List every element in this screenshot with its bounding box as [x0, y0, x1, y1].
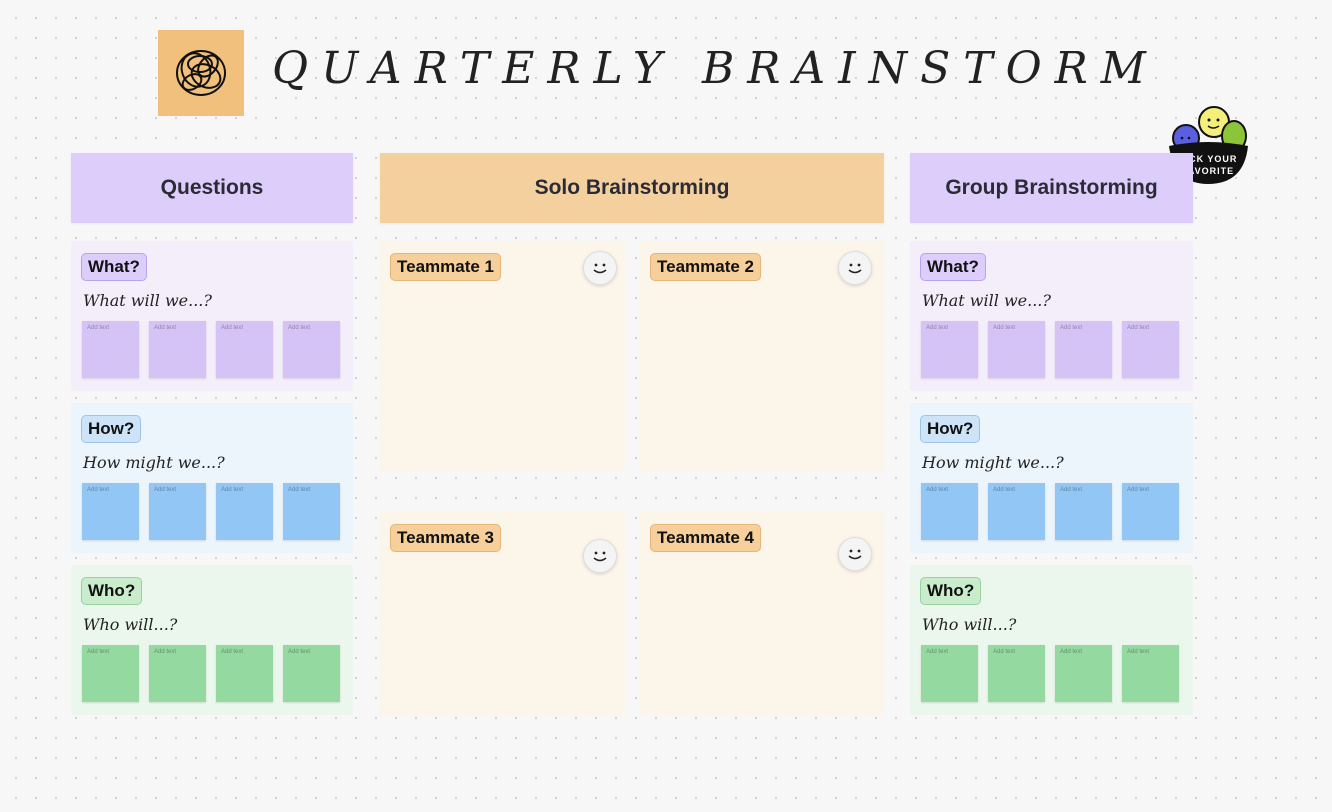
sticker-text-1: PICK YOUR [1179, 154, 1238, 164]
what-notes-row: Add text Add text Add text Add text [82, 321, 340, 378]
who-tag: Who? [81, 577, 143, 605]
teammate-2-panel[interactable]: Teammate 2 [640, 241, 884, 471]
what-notes-row: Add text Add text Add text Add text [921, 321, 1179, 378]
pick-your-favorite-sticker: PICK YOUR FAVORITE [1169, 106, 1248, 184]
sticky-note[interactable]: Add text [216, 645, 273, 702]
questions-how-section[interactable]: How? How might we...? Add text Add text … [71, 403, 353, 553]
who-prompt[interactable]: Who will...? [922, 615, 1017, 634]
sticky-note[interactable]: Add text [1122, 321, 1179, 378]
column-header-questions[interactable]: Questions [71, 153, 353, 223]
questions-who-section[interactable]: Who? Who will...? Add text Add text Add … [71, 565, 353, 715]
how-notes-row: Add text Add text Add text Add text [82, 483, 340, 540]
sticky-note[interactable]: Add text [283, 645, 340, 702]
smiley-icon[interactable] [583, 539, 617, 573]
sticky-note[interactable]: Add text [82, 645, 139, 702]
board-title: QUARTERLY BRAINSTORM [272, 43, 1159, 94]
teammate-1-tag: Teammate 1 [390, 253, 502, 281]
smiley-icon[interactable] [583, 251, 617, 285]
who-notes-row: Add text Add text Add text Add text [921, 645, 1179, 702]
teammate-4-tag: Teammate 4 [650, 524, 762, 552]
sticky-note[interactable]: Add text [283, 483, 340, 540]
smiley-icon[interactable] [838, 251, 872, 285]
column-header-solo-brainstorming[interactable]: Solo Brainstorming [380, 153, 884, 223]
who-prompt[interactable]: Who will...? [83, 615, 178, 634]
sticky-note[interactable]: Add text [216, 483, 273, 540]
teammate-1-panel[interactable]: Teammate 1 [380, 241, 625, 471]
teammate-3-tag: Teammate 3 [390, 524, 502, 552]
sticky-note[interactable]: Add text [149, 645, 206, 702]
sticky-note[interactable]: Add text [988, 483, 1045, 540]
board-logo [158, 30, 244, 116]
how-tag: How? [920, 415, 981, 443]
how-notes-row: Add text Add text Add text Add text [921, 483, 1179, 540]
sticky-note[interactable]: Add text [1055, 321, 1112, 378]
sticky-note[interactable]: Add text [988, 321, 1045, 378]
how-tag: How? [81, 415, 142, 443]
sticky-note[interactable]: Add text [216, 321, 273, 378]
group-how-section[interactable]: How? How might we...? Add text Add text … [910, 403, 1193, 553]
smiley-icon[interactable] [838, 537, 872, 571]
sticky-note[interactable]: Add text [1122, 483, 1179, 540]
sticky-note[interactable]: Add text [988, 645, 1045, 702]
column-header-group-brainstorming[interactable]: Group Brainstorming [910, 153, 1193, 223]
group-who-section[interactable]: Who? Who will...? Add text Add text Add … [910, 565, 1193, 715]
teammate-4-panel[interactable]: Teammate 4 [640, 512, 884, 715]
sticky-note[interactable]: Add text [82, 483, 139, 540]
teammate-2-tag: Teammate 2 [650, 253, 762, 281]
sticky-note[interactable]: Add text [921, 483, 978, 540]
how-prompt[interactable]: How might we...? [922, 453, 1064, 472]
questions-what-section[interactable]: What? What will we...? Add text Add text… [71, 241, 353, 391]
what-prompt[interactable]: What will we...? [83, 291, 212, 310]
sticky-note[interactable]: Add text [1122, 645, 1179, 702]
how-prompt[interactable]: How might we...? [83, 453, 225, 472]
who-tag: Who? [920, 577, 982, 605]
teammate-3-panel[interactable]: Teammate 3 [380, 512, 625, 715]
sticky-note[interactable]: Add text [82, 321, 139, 378]
sticky-note[interactable]: Add text [1055, 483, 1112, 540]
what-tag: What? [920, 253, 986, 281]
sticky-note[interactable]: Add text [1055, 645, 1112, 702]
sticker-text-2: FAVORITE [1182, 166, 1234, 176]
sticky-note[interactable]: Add text [921, 321, 978, 378]
who-notes-row: Add text Add text Add text Add text [82, 645, 340, 702]
sticky-note[interactable]: Add text [149, 483, 206, 540]
sticky-note[interactable]: Add text [283, 321, 340, 378]
what-tag: What? [81, 253, 147, 281]
what-prompt[interactable]: What will we...? [922, 291, 1051, 310]
sticky-note[interactable]: Add text [149, 321, 206, 378]
sticky-note[interactable]: Add text [921, 645, 978, 702]
scribble-icon [176, 50, 226, 96]
group-what-section[interactable]: What? What will we...? Add text Add text… [910, 241, 1193, 391]
